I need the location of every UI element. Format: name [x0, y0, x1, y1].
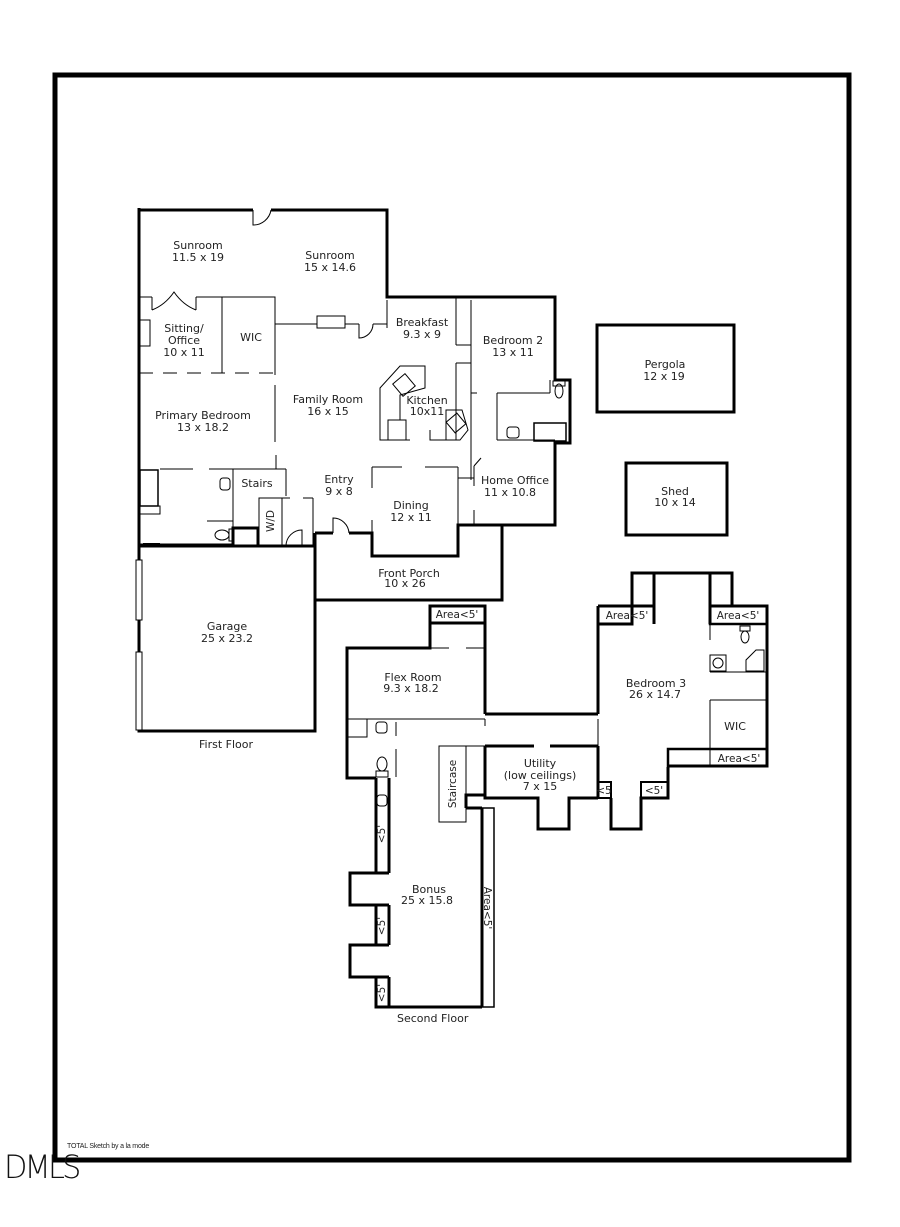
- low-area-short-1: <5': [645, 785, 663, 797]
- entry-dims: 9 x 8: [325, 485, 353, 498]
- bonus-name: Bonus: [412, 883, 446, 896]
- entry-name: Entry: [324, 473, 354, 486]
- staircase-name: Staircase: [447, 760, 459, 808]
- flex-room-name: Flex Room: [384, 671, 441, 684]
- dining-name: Dining: [393, 499, 429, 512]
- sitting-office-name2: Office: [168, 334, 200, 347]
- bonus-dims: 25 x 15.8: [401, 894, 453, 907]
- kitchen-dims: 10x11: [410, 405, 445, 418]
- low-area-bonus-right: Area<5': [481, 887, 493, 930]
- family-room-dims: 16 x 15: [307, 405, 349, 418]
- low-area-strip-3: <5': [376, 984, 388, 1002]
- home-office-name: Home Office: [481, 474, 549, 487]
- shed-outline: [624, 461, 729, 537]
- home-office-dims: 11 x 10.8: [484, 486, 536, 499]
- sitting-office-dims: 10 x 11: [163, 346, 205, 359]
- sitting-office-name1: Sitting/: [164, 322, 204, 335]
- garage-dims: 25 x 23.2: [201, 632, 253, 645]
- low-area-flex-top: Area<5': [436, 609, 479, 621]
- dmls-watermark-logo: DMLS: [4, 1148, 81, 1186]
- flex-room-dims: 9.3 x 18.2: [383, 682, 439, 695]
- low-area-bed3-right: Area<5': [717, 610, 760, 622]
- low-area-strip-2: <5': [376, 917, 388, 935]
- shed-name: Shed: [661, 485, 689, 498]
- first-floor-caption: First Floor: [199, 738, 254, 751]
- sunroom-right-dims: 15 x 14.6: [304, 261, 356, 274]
- dining-dims: 12 x 11: [390, 511, 432, 524]
- low-area-tiny: <5: [596, 785, 611, 797]
- shed-dims: 10 x 14: [654, 496, 696, 509]
- pergola-name: Pergola: [645, 358, 686, 371]
- second-floor-caption: Second Floor: [397, 1012, 469, 1025]
- garage-name: Garage: [207, 620, 248, 633]
- front-porch-dims: 10 x 26: [384, 577, 426, 590]
- wd-name: W/D: [265, 510, 277, 532]
- utility-dims: 7 x 15: [523, 780, 558, 793]
- first-floor: [135, 208, 572, 733]
- kitchen-name: Kitchen: [406, 394, 447, 407]
- sunroom-left-dims: 11.5 x 19: [172, 251, 224, 264]
- front-porch-name: Front Porch: [378, 567, 440, 580]
- pergola-dims: 12 x 19: [643, 370, 685, 383]
- wic-second-name: WIC: [724, 720, 746, 733]
- primary-bedroom-dims: 13 x 18.2: [177, 421, 229, 434]
- bedroom2-name: Bedroom 2: [483, 334, 543, 347]
- stairs-name: Stairs: [241, 477, 273, 490]
- sunroom-left-name: Sunroom: [173, 239, 222, 252]
- utility-name1: Utility: [524, 757, 557, 770]
- bedroom3-name: Bedroom 3: [626, 677, 686, 690]
- low-area-strip-1: <5': [376, 825, 388, 843]
- sunroom-right-name: Sunroom: [305, 249, 354, 262]
- primary-bedroom-name: Primary Bedroom: [155, 409, 251, 422]
- bedroom3-dims: 26 x 14.7: [629, 688, 681, 701]
- breakfast-name: Breakfast: [396, 316, 449, 329]
- low-area-bed3-left: Area<5': [606, 610, 649, 622]
- room-labels: Sunroom 11.5 x 19 Sunroom 15 x 14.6 Sitt…: [155, 239, 760, 1002]
- utility-name2: (low ceilings): [504, 769, 577, 782]
- second-floor: [345, 571, 769, 1009]
- sketch-credit: TOTAL Sketch by a la mode: [67, 1143, 150, 1150]
- wic-first-name: WIC: [240, 331, 262, 344]
- family-room-name: Family Room: [293, 393, 363, 406]
- bedroom2-dims: 13 x 11: [492, 346, 534, 359]
- page-border: [52, 72, 852, 1163]
- breakfast-dims: 9.3 x 9: [403, 328, 441, 341]
- low-area-bed3-bottom: Area<5': [718, 753, 761, 765]
- pergola-outline: [595, 323, 736, 414]
